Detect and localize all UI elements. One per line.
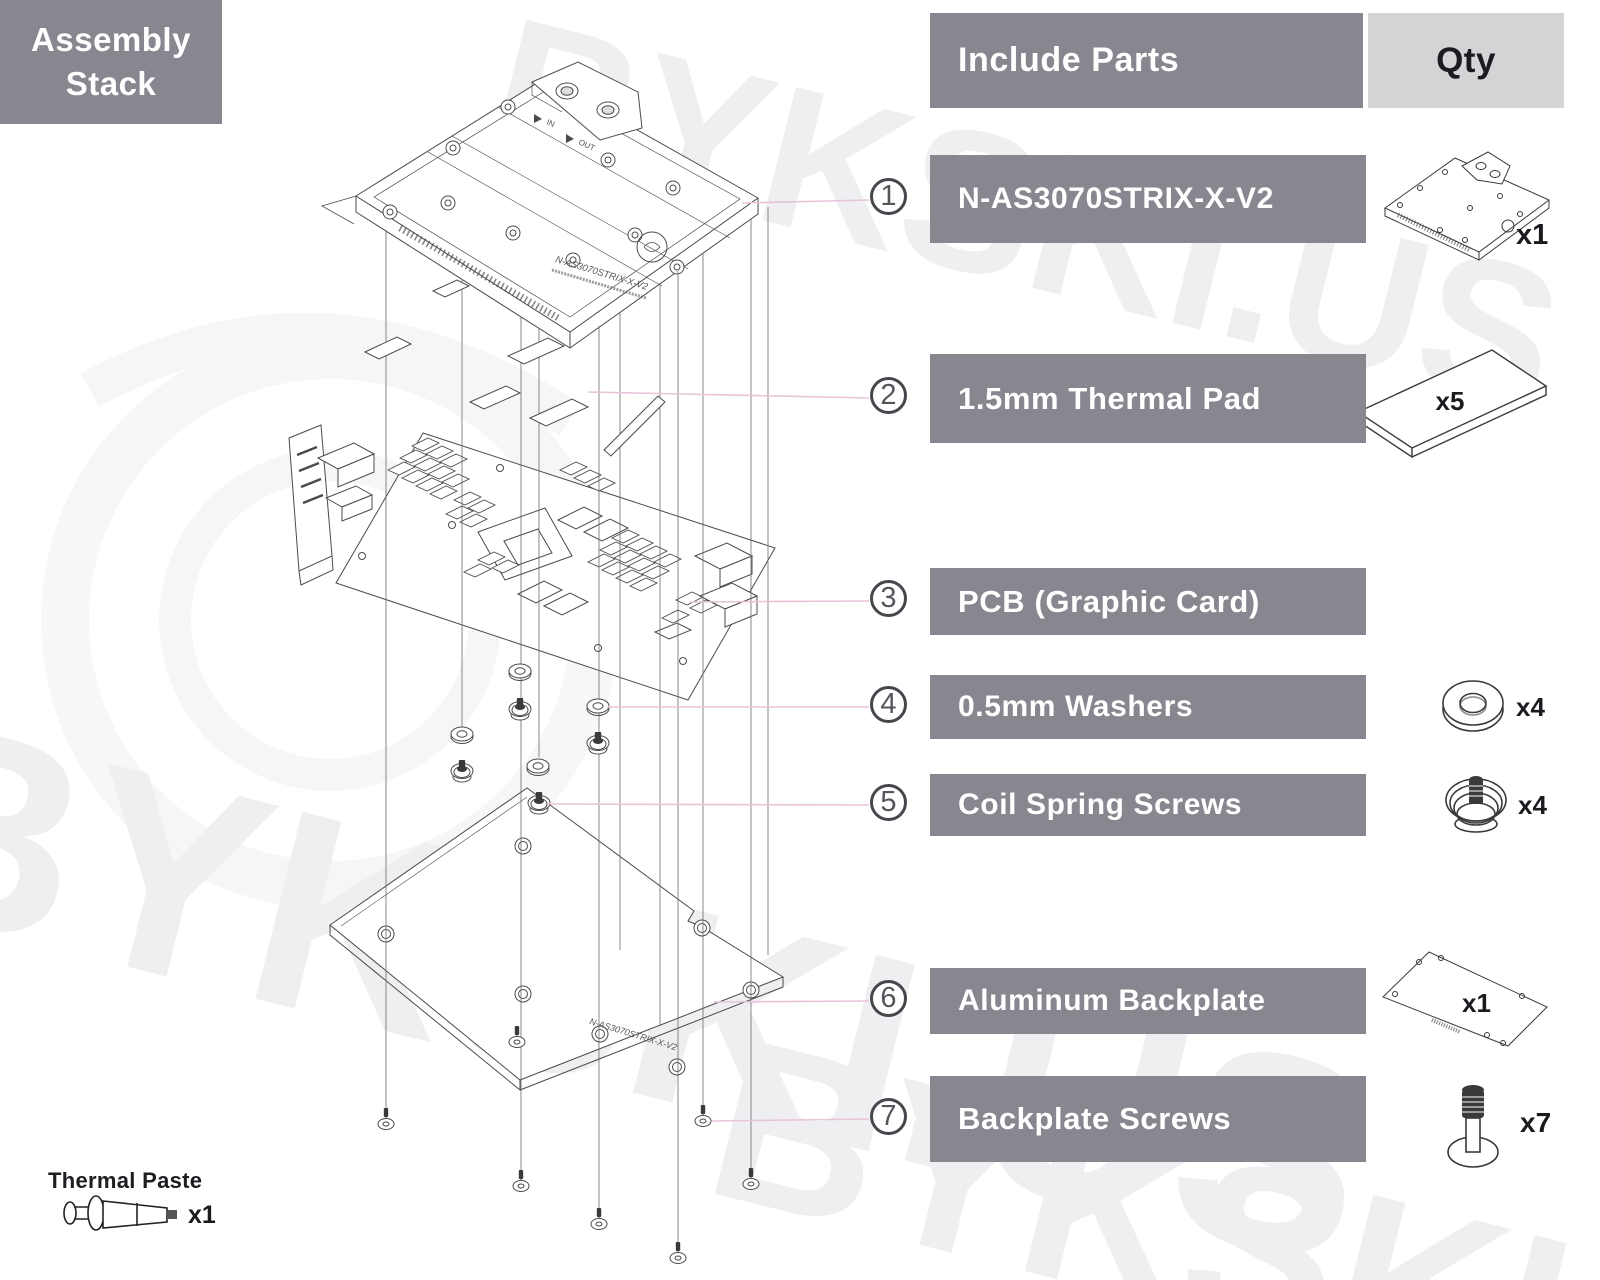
item-number-badge-1: 1 [870, 178, 907, 215]
qty-text-row2: x5 [1436, 386, 1465, 416]
part-label-row6: Aluminum Backplate [930, 968, 1366, 1034]
item-number-badge-6: 6 [870, 980, 907, 1017]
callout-connectors [547, 199, 870, 1122]
header-qty: Qty [1368, 13, 1564, 108]
part-label-row7: Backplate Screws [930, 1076, 1366, 1162]
item-number-badge-2: 2 [870, 377, 907, 414]
water-block-drawing: IN OUT N-AS3070STRIX-X-V2 [320, 61, 759, 349]
port-in-label: IN [545, 118, 556, 130]
backplate-drawing: N-AS3070STRIX-X-V2 [329, 787, 785, 1092]
guide-lines [385, 207, 769, 1251]
item-number-badge-4: 4 [870, 686, 907, 723]
thermal-paste-label: Thermal Paste [48, 1168, 203, 1193]
pcb-drawing [288, 424, 776, 701]
assembly-stack-title: Assembly Stack [0, 0, 222, 124]
part-label-row3: PCB (Graphic Card) [930, 568, 1366, 635]
part-label-row2: 1.5mm Thermal Pad [930, 354, 1366, 443]
item-number-badge-7: 7 [870, 1098, 907, 1135]
title-line-1: Assembly [31, 21, 191, 59]
backplate-icon [1382, 951, 1548, 1047]
qty-text-row4: x4 [1516, 692, 1545, 722]
part-label-row1: N-AS3070STRIX-X-V2 [930, 155, 1366, 243]
item-number-badge-3: 3 [870, 580, 907, 617]
title-line-2: Stack [65, 65, 157, 102]
part-label-row5: Coil Spring Screws [930, 774, 1366, 836]
qty-text-row6: x1 [1462, 988, 1491, 1018]
screw-icon [1447, 1085, 1499, 1168]
thermal-pads-drawing [363, 279, 666, 457]
part-label-row4: 0.5mm Washers [930, 675, 1366, 739]
qty-text-row5: x4 [1518, 790, 1547, 820]
item-number-badge-5: 5 [870, 784, 907, 821]
qty-text-row7: x7 [1520, 1107, 1551, 1138]
qty-text-row1: x1 [1516, 219, 1548, 251]
thermal-paste-qty: x1 [188, 1201, 216, 1229]
header-include-parts: Include Parts [930, 13, 1363, 108]
waterblock-icon [1384, 151, 1550, 261]
washer-icon [1442, 680, 1504, 732]
thermal-paste-icon [63, 1195, 177, 1231]
coil-spring-icon [1445, 776, 1507, 833]
